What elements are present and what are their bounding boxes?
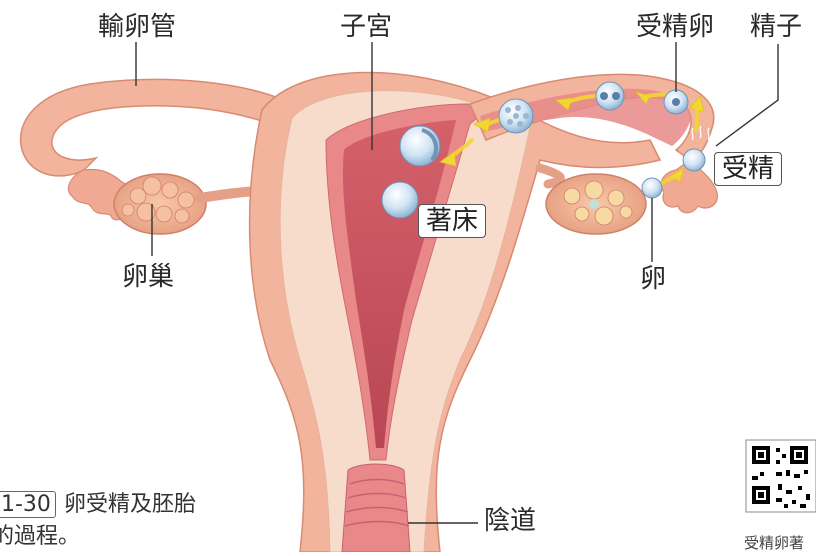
ovary-label: 卵巢 <box>122 262 175 292</box>
oviduct-lumen <box>480 88 691 146</box>
qr-caption: 受精卵著 <box>744 534 805 552</box>
fertilizing-egg <box>682 148 706 172</box>
implanting-blastocyst <box>381 181 419 219</box>
caption-text-1: 卵受精及胚胎 <box>63 492 196 517</box>
cells <box>381 81 706 219</box>
uterine-cavity <box>342 120 456 448</box>
figure-number: 1-30 <box>0 491 56 518</box>
sperm-label: 精子 <box>750 12 803 42</box>
figure-caption-line1: 1-30 卵受精及胚胎 <box>0 486 196 518</box>
oviduct-label: 輸卵管 <box>98 12 177 42</box>
figure-caption-line2: 的過程。 <box>0 524 81 549</box>
two-cell-stage <box>595 81 625 111</box>
fertilization-label: 受精 <box>714 152 783 186</box>
implantation-label: 著床 <box>418 204 487 238</box>
egg-cell <box>641 177 663 199</box>
egg-label: 卵 <box>640 264 667 294</box>
fertilized-egg-label: 受精卵 <box>636 12 715 42</box>
sperm-cells <box>691 125 710 141</box>
leader-lines <box>135 42 779 524</box>
qr-code <box>745 439 816 513</box>
uterus-label: 子宮 <box>340 12 393 42</box>
vagina-label: 陰道 <box>484 506 537 536</box>
